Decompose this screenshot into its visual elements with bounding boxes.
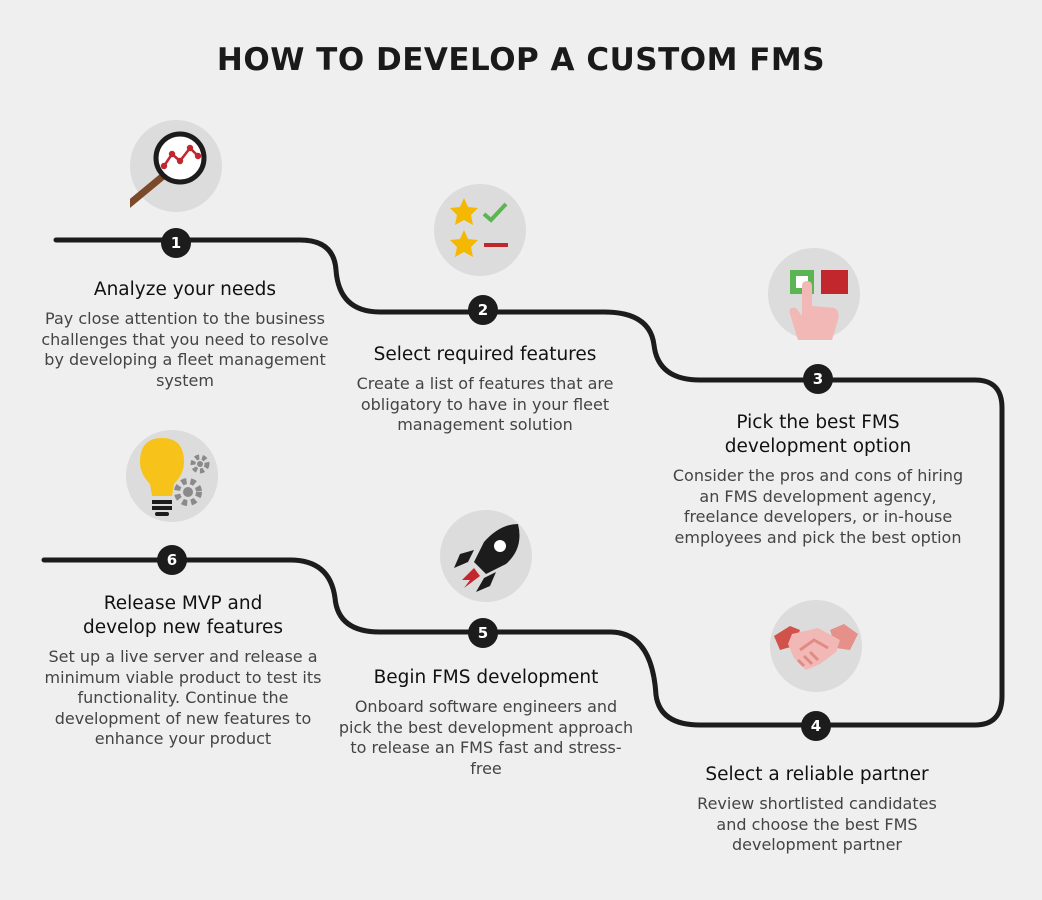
step-1: Analyze your needs Pay close attention t… [40, 278, 330, 391]
step-3-description: Consider the pros and cons of hiring an … [672, 466, 964, 547]
step-2-heading: Select required features [373, 344, 597, 365]
step-3: Pick the best FMS development option Con… [668, 411, 968, 548]
step-5-heading: Begin FMS development [373, 667, 599, 688]
step-6-description: Set up a live server and release a minim… [44, 647, 322, 748]
step-5-description: Onboard software engineers and pick the … [338, 697, 634, 778]
step-6-heading: Release MVP and develop new features [82, 593, 284, 638]
step-4-description: Review shortlisted candidates and choose… [697, 794, 937, 854]
step-5: Begin FMS development Onboard software e… [336, 666, 636, 779]
step-number-5: 5 [468, 618, 498, 648]
step-4-heading: Select a reliable partner [705, 764, 929, 785]
step-2-description: Create a list of features that are oblig… [356, 374, 614, 434]
step-6: Release MVP and develop new features Set… [30, 592, 336, 750]
step-number-4: 4 [801, 711, 831, 741]
step-3-heading: Pick the best FMS development option [724, 412, 912, 457]
rocket-icon [440, 510, 532, 602]
step-number-6: 6 [157, 545, 187, 575]
step-number-2: 2 [468, 295, 498, 325]
step-1-heading: Analyze your needs [93, 279, 277, 300]
page-title: HOW TO DEVELOP A CUSTOM FMS [216, 42, 826, 78]
step-number-3: 3 [803, 364, 833, 394]
step-2: Select required features Create a list o… [340, 343, 630, 436]
step-1-description: Pay close attention to the business chal… [41, 309, 329, 390]
handshake-icon [770, 600, 862, 692]
step-number-1: 1 [161, 228, 191, 258]
lightbulb-gears-icon [126, 430, 218, 522]
hand-choosing-icon [768, 248, 860, 340]
magnifier-chart-icon [130, 120, 222, 212]
stars-checklist-icon [434, 184, 526, 276]
step-4: Select a reliable partner Review shortli… [672, 763, 962, 856]
